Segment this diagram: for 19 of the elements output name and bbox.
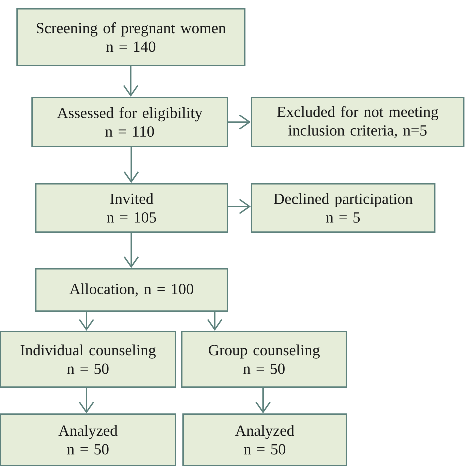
process-box: Declined participation n = 5 (251, 183, 436, 233)
arrow (256, 388, 271, 414)
arrow (207, 312, 223, 331)
arrow (124, 147, 140, 184)
arrow (124, 233, 140, 268)
process-box: Assessed for eligibility n = 110 (32, 97, 228, 148)
arrow (79, 312, 94, 331)
arrow (79, 388, 94, 414)
process-box: Invited n = 105 (35, 183, 228, 233)
process-box: Analyzed n = 50 (182, 414, 348, 466)
arrow (228, 199, 251, 214)
arrow (123, 66, 139, 97)
process-box: Screening of pregnant women n = 140 (16, 8, 246, 66)
process-box: Allocation, n = 100 (35, 268, 228, 312)
process-box: Excluded for not meeting inclusion criteria, n=5 (251, 97, 465, 148)
process-box: Individual counseling n = 50 (0, 331, 176, 388)
arrow (228, 114, 251, 130)
process-box: Analyzed n = 50 (0, 414, 176, 466)
process-box: Group counseling n = 50 (181, 331, 348, 388)
